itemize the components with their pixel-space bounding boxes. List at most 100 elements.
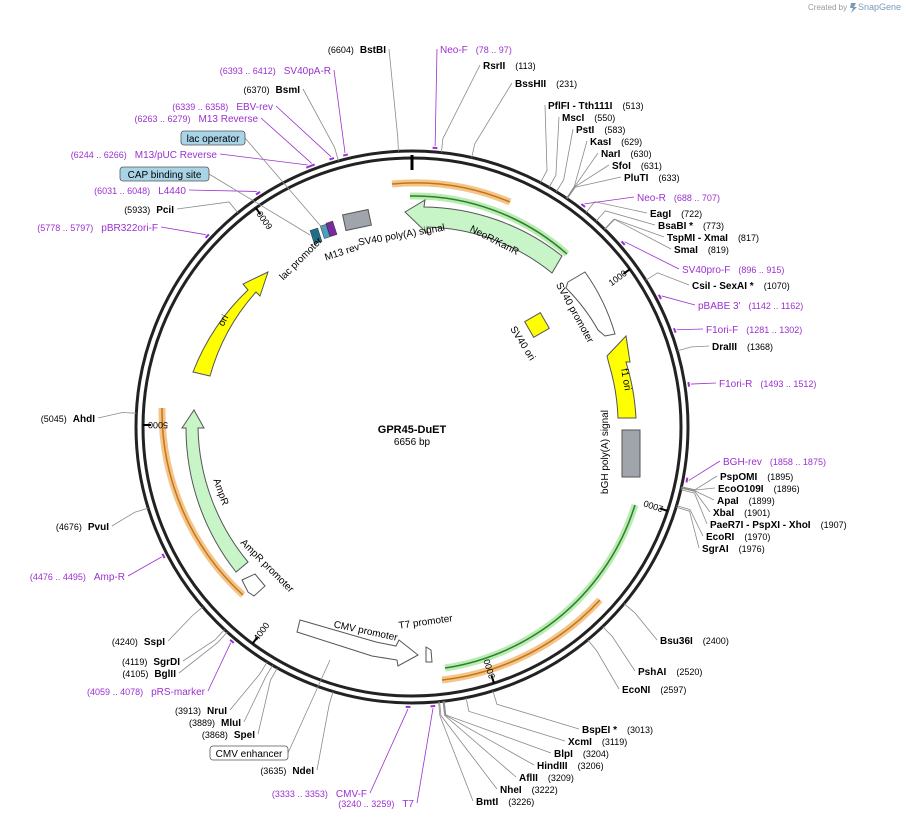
enzyme-kasi[interactable]: KasI (590, 137, 611, 148)
primer-range-m13-reverse: (6263 .. 6279) (134, 114, 190, 124)
box-cap-binding-site[interactable] (119, 166, 210, 182)
enzyme-nari[interactable]: NarI (601, 149, 621, 160)
enzyme-bmti[interactable]: BmtI (476, 797, 498, 808)
primer-l4440[interactable]: L4440 (158, 186, 186, 197)
enzyme-pos-csii-sexai: (1070) (764, 281, 790, 291)
enzyme-pos-spei: (3868) (202, 730, 228, 740)
feature-cmv-promoter[interactable] (296, 619, 419, 667)
enzyme-sgrdi[interactable]: SgrDI (153, 657, 180, 668)
enzyme-bsu36i[interactable]: Bsu36I (660, 636, 693, 647)
enzyme-bglii[interactable]: BglII (154, 669, 176, 680)
enzyme-draiii[interactable]: DraIII (712, 342, 737, 353)
enzyme-msci[interactable]: MscI (562, 113, 584, 124)
enzyme-csii-sexai[interactable]: CsiI - SexAI * (692, 281, 754, 292)
primer-pbabe-3[interactable]: pBABE 3' (698, 301, 741, 312)
primer-prs-marker[interactable]: pRS-marker (151, 687, 206, 698)
enzyme-aflii[interactable]: AflII (519, 773, 538, 784)
enzyme-bsshii[interactable]: BssHII (515, 79, 546, 90)
enzyme-eagi[interactable]: EagI (650, 209, 671, 220)
box-lac-operator[interactable] (180, 130, 246, 146)
enzyme-sfoi[interactable]: SfoI (612, 161, 631, 172)
enzyme-pos-pshai: (2520) (676, 667, 702, 677)
feature-ampr[interactable] (181, 409, 249, 573)
enzyme-spei[interactable]: SpeI (234, 730, 255, 741)
enzyme-econi[interactable]: EcoNI (622, 685, 651, 696)
enzyme-psti[interactable]: PstI (576, 125, 595, 136)
feature-f1-ori[interactable] (606, 334, 637, 419)
primer-bgh-rev[interactable]: BGH-rev (723, 457, 762, 468)
enzyme-nhei[interactable]: NheI (500, 785, 522, 796)
primer-cmv-f[interactable]: CMV-F (336, 789, 367, 800)
enzyme-sspi[interactable]: SspI (144, 637, 165, 648)
primer-f1ori-r[interactable]: F1ori-R (719, 379, 752, 390)
enzyme-xcmi[interactable]: XcmI (568, 737, 592, 748)
feature-neor-kanr[interactable] (404, 199, 563, 274)
enzyme-bspei[interactable]: BspEI * (582, 725, 617, 736)
primer-ebv-rev[interactable]: EBV-rev (236, 102, 273, 113)
primer-leader-f1ori-r (690, 382, 717, 385)
enzyme-xbai[interactable]: XbaI (713, 508, 734, 519)
feature-sv40-ori[interactable] (524, 312, 550, 338)
enzyme-sgrai[interactable]: SgrAI (702, 544, 729, 555)
box-cmv-enhancer[interactable] (209, 745, 289, 761)
enzyme-ndei[interactable]: NdeI (292, 766, 314, 777)
feature-bgh-polya-signal[interactable] (621, 429, 641, 478)
enzyme-blpi[interactable]: BlpI (554, 749, 573, 760)
leader-bsmi (302, 88, 339, 162)
primer-mark-amp-r (161, 553, 166, 559)
enzyme-pshai[interactable]: PshAI (638, 667, 667, 678)
enzyme-ecori[interactable]: EcoRI (706, 532, 735, 543)
primer-mark-sv40pro-f (620, 240, 626, 246)
primer-m13-reverse[interactable]: M13 Reverse (199, 114, 259, 125)
feature-m13-rev[interactable] (325, 220, 338, 237)
enzyme-smai[interactable]: SmaI (674, 245, 698, 256)
primer-amp-r[interactable]: Amp-R (94, 572, 125, 583)
feature-sv40-polya-signal[interactable] (342, 208, 372, 232)
primer-f1ori-f[interactable]: F1ori-F (706, 325, 738, 336)
enzyme-pos-sgrai: (1976) (739, 544, 765, 554)
enzyme-bsabi[interactable]: BsaBI * (658, 221, 693, 232)
leader-apai (681, 487, 715, 501)
primer-range-sv40pa-r: (6393 .. 6412) (220, 66, 276, 76)
enzyme-paer7i-pspxi-xhoi[interactable]: PaeR7I - PspXI - XhoI (710, 520, 811, 531)
enzyme-bsmi[interactable]: BsmI (276, 85, 301, 96)
leader-ecori (676, 505, 704, 537)
enzyme-bstbi[interactable]: BstBI (360, 45, 386, 56)
primer-pbr322ori-f[interactable]: pBR322ori-F (101, 223, 158, 234)
feature-ori[interactable] (192, 271, 269, 377)
primer-neo-f[interactable]: Neo-F (440, 45, 468, 56)
enzyme-pflfi-tth111i[interactable]: PflFI - Tth111I (548, 101, 613, 112)
primer-leader-sv40pro-f (624, 241, 680, 270)
enzyme-pvui[interactable]: PvuI (88, 522, 109, 533)
primer-mark-pbabe-3 (657, 294, 662, 300)
feature-lac-promoter[interactable] (309, 227, 323, 245)
enzyme-ahdi[interactable]: AhdI (73, 414, 95, 425)
enzyme-pluti[interactable]: PluTI (624, 173, 649, 184)
enzyme-rsrii[interactable]: RsrII (483, 61, 505, 72)
enzyme-pos-nari: (630) (630, 149, 651, 159)
primer-mark-m13-reverse (309, 163, 316, 168)
feature-t7-promoter[interactable] (425, 646, 433, 663)
primer-sv40pro-f[interactable]: SV40pro-F (682, 265, 730, 276)
primer-leader-ebv-rev (275, 105, 332, 158)
enzyme-hindiii[interactable]: HindIII (537, 761, 568, 772)
primer-t7[interactable]: T7 (402, 799, 414, 810)
enzyme-apai[interactable]: ApaI (717, 496, 739, 507)
enzyme-nrui[interactable]: NruI (207, 706, 227, 717)
enzyme-ecoo109i[interactable]: EcoO109I (718, 484, 764, 495)
primer-m13-puc-reverse[interactable]: M13/pUC Reverse (135, 150, 218, 161)
leader-pcii (176, 201, 239, 214)
enzyme-pcii[interactable]: PciI (156, 205, 174, 216)
feature-sv40-promoter[interactable] (565, 271, 616, 337)
primer-sv40pa-r[interactable]: SV40pA-R (284, 66, 331, 77)
primer-range-f1ori-f: (1281 .. 1302) (746, 325, 802, 335)
primer-leader-pbabe-3 (661, 295, 696, 306)
enzyme-tspmi-xmai[interactable]: TspMI - XmaI (667, 233, 728, 244)
enzyme-pspomi[interactable]: PspOMI (720, 472, 757, 483)
feature-ampr-promoter[interactable] (241, 573, 266, 597)
leader-sfoi (566, 164, 610, 199)
primer-neo-r[interactable]: Neo-R (637, 193, 666, 204)
enzyme-mlui[interactable]: MluI (221, 718, 241, 729)
leader-ecoo109i (681, 486, 716, 491)
